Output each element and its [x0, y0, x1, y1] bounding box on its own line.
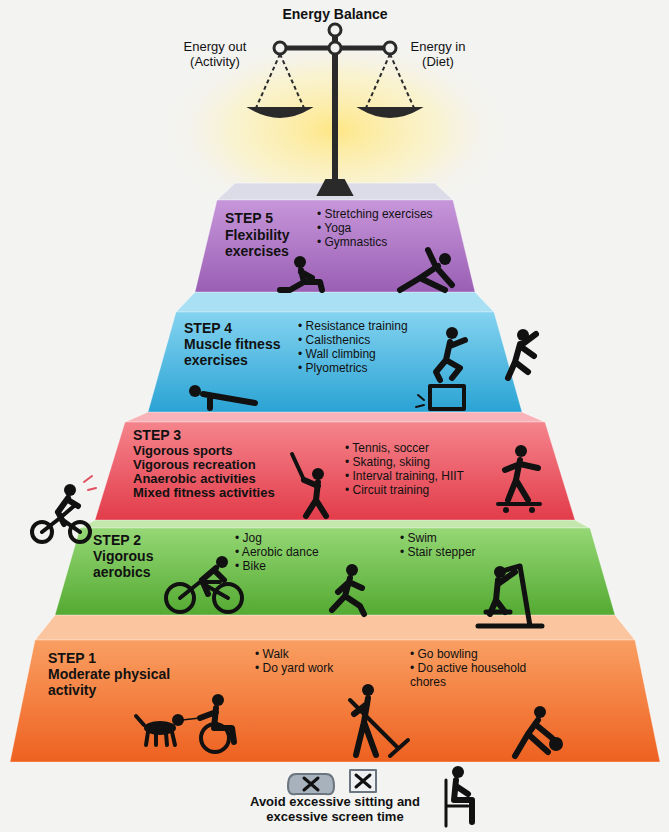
cyclist-figure: [166, 556, 242, 612]
step-heading: Muscle fitness exercises: [184, 336, 296, 368]
activity-item: • Resistance training: [298, 320, 448, 334]
activity-item: • Swim: [400, 532, 550, 546]
activity-item: • Tennis, soccer: [345, 442, 515, 456]
diagram-title: Energy Balance: [235, 6, 435, 22]
pushup-figure: [189, 385, 255, 408]
activity-item: • Jog: [235, 532, 385, 546]
activity-item: • Walk: [255, 648, 395, 662]
step-face: [148, 312, 522, 412]
activity-item: • Circuit training: [345, 484, 515, 498]
step-heading: Vigorous aerobics: [93, 548, 177, 580]
step-ledge: [125, 412, 545, 422]
step-ledge: [176, 292, 494, 312]
dog-figure: [136, 714, 184, 745]
activity-item: • Interval training, HIIT: [345, 470, 515, 484]
activity-item: • Go bowling: [410, 648, 540, 662]
activity-item: • Do yard work: [255, 662, 395, 676]
activity-item: • Bike: [235, 560, 385, 574]
lunge-figure: [280, 256, 322, 290]
step-number: STEP 4: [184, 320, 274, 336]
sitting-figure: [446, 766, 472, 826]
activity-item: • Gymnastics: [317, 236, 467, 250]
step-ledge: [35, 615, 635, 640]
activity-item: • Do active household chores: [410, 662, 540, 690]
skateboarder-figure: [498, 445, 540, 513]
triangle-pose-figure: [400, 250, 452, 290]
scale-label: Energy in (Diet): [402, 40, 474, 70]
step-heading: Mixed fitness activities: [133, 486, 323, 501]
activity-item: • Yoga: [317, 222, 467, 236]
bmx-rider-figure: [32, 476, 96, 542]
step-face: [195, 200, 475, 292]
wheelchair-figure: [182, 694, 234, 752]
stair-stepper-figure: [478, 566, 542, 626]
game-controller-icon: [288, 774, 334, 794]
step-number: STEP 2: [93, 532, 183, 548]
step-number: STEP 3: [133, 427, 223, 443]
step-number: STEP 1: [48, 650, 138, 666]
step-heading: Moderate physical activity: [48, 666, 183, 698]
climber-figure: [508, 329, 536, 378]
activity-item: • Plyometrics: [298, 362, 448, 376]
activity-item: • Wall climbing: [298, 348, 448, 362]
activity-item: • Aerobic dance: [235, 546, 385, 560]
pyramid-step: STEP 5Flexibility exercises• Stretching …: [195, 200, 475, 292]
box-jump-figure: [416, 327, 465, 409]
step-heading: Vigorous sports: [133, 444, 323, 459]
raker-figure: [350, 684, 408, 756]
step-number: STEP 5: [225, 210, 305, 226]
activity-item: • Stair stepper: [400, 546, 550, 560]
screen-icon: [350, 770, 376, 792]
activity-item: • Skating, skiing: [345, 456, 515, 470]
activity-item: • Calisthenics: [298, 334, 448, 348]
activity-item: • Stretching exercises: [317, 208, 467, 222]
step-heading: Anaerobic activities: [133, 472, 323, 487]
step-ledge: [80, 520, 590, 528]
step-face: [55, 528, 615, 615]
step-face: [95, 422, 575, 520]
scale-label: Energy out (Activity): [170, 40, 260, 70]
footer-note: Avoid excessive sitting and excessive sc…: [225, 795, 445, 825]
pyramid-step: STEP 2Vigorous aerobics • Jog• Aerobic da…: [55, 528, 615, 615]
balance-scale: [250, 24, 420, 195]
step-face: [10, 640, 660, 762]
batter-figure: [292, 454, 326, 516]
step-heading: Vigorous recreation: [133, 458, 323, 473]
bowler-figure: [515, 706, 563, 756]
runner-figure: [332, 564, 364, 614]
step-heading: Flexibility exercises: [225, 227, 315, 259]
pyramid-ledges: [35, 183, 635, 640]
